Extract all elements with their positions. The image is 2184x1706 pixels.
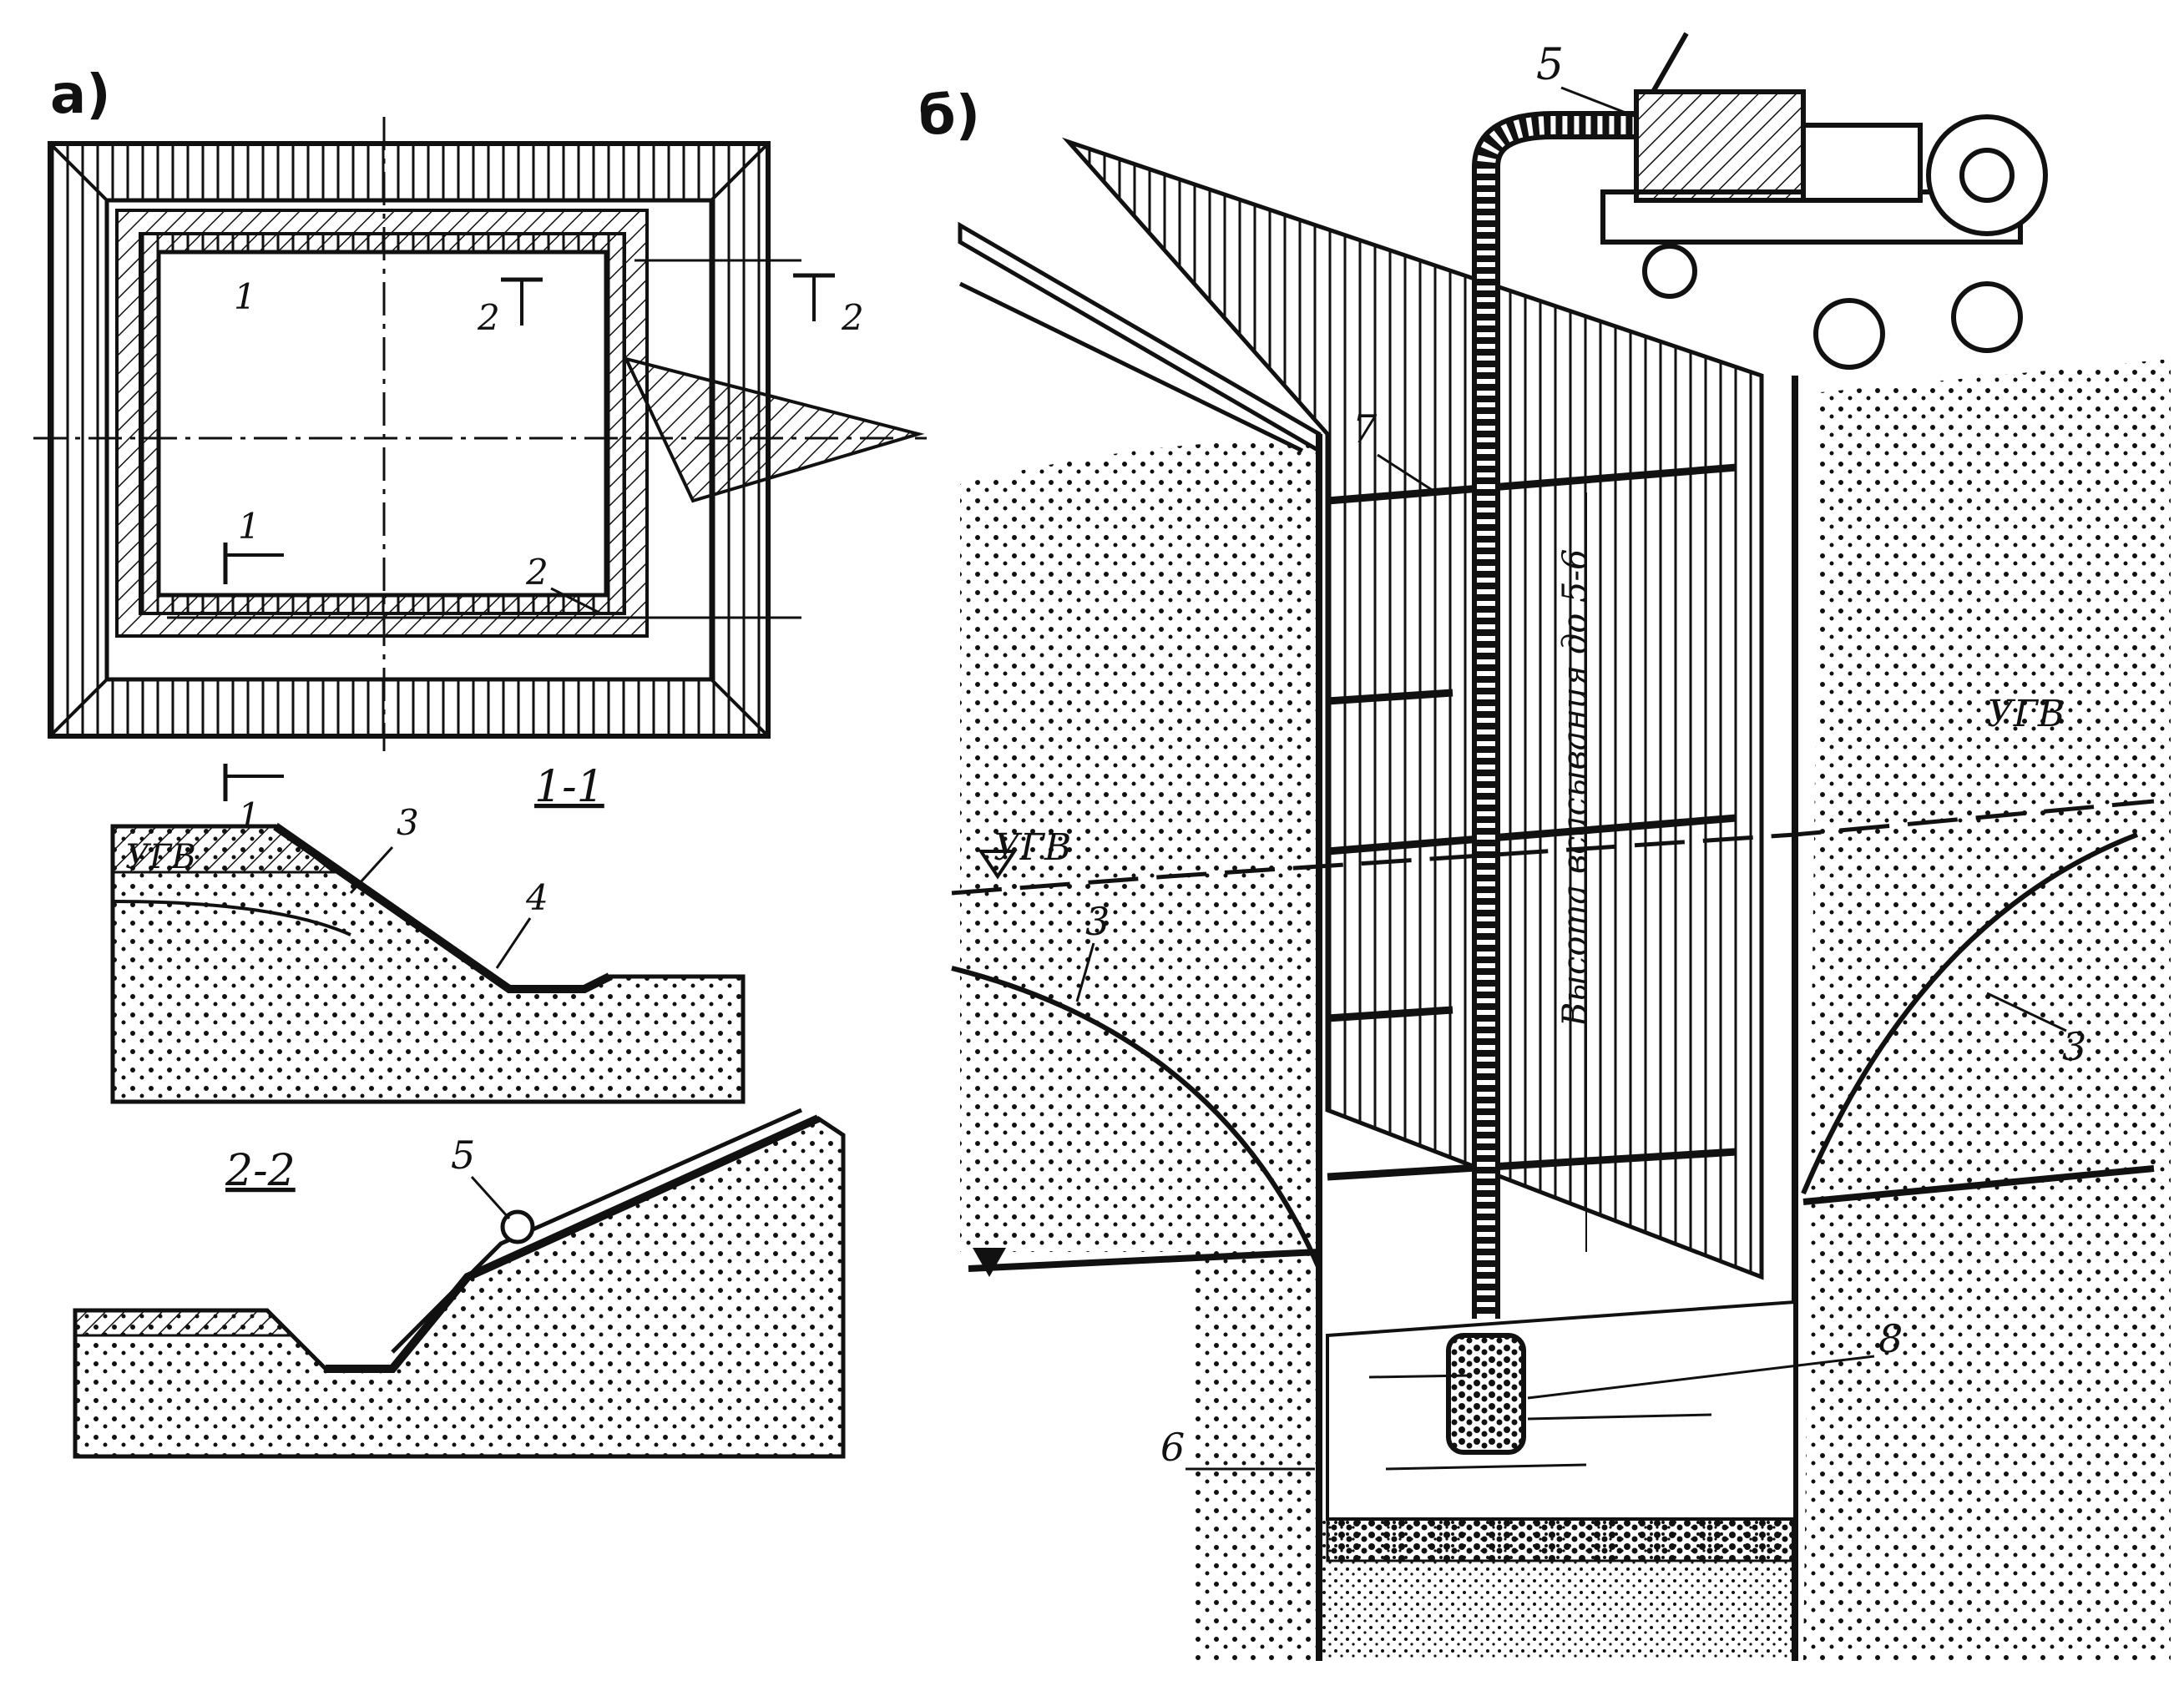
section-mark-1-top: 1 bbox=[223, 506, 284, 584]
section-mark-label: 2 bbox=[841, 297, 864, 338]
callout-4: 4 bbox=[525, 877, 549, 918]
callout-6: 6 bbox=[1160, 1425, 1185, 1470]
section-mark-2-right: 2 bbox=[793, 273, 864, 338]
callout-3-right: 3 bbox=[2062, 1024, 2086, 1069]
section-mark-2-left: 2 bbox=[477, 277, 543, 338]
section-title: 1-1 bbox=[534, 762, 604, 812]
panel-a-label: а) bbox=[50, 64, 110, 126]
callout-5: 5 bbox=[1536, 40, 1564, 90]
callout-5: 5 bbox=[451, 1133, 475, 1178]
section-2-2: 2-2 5 bbox=[73, 1108, 846, 1459]
callout-3: 3 bbox=[397, 802, 419, 843]
section-mark-label: 2 bbox=[477, 297, 500, 338]
section-mark-label: 1 bbox=[238, 506, 260, 547]
trench-view: УГВ УГВ Высота всасывания до 5-6 5 7 3 3… bbox=[951, 32, 2171, 1661]
pump-unit bbox=[1600, 32, 2048, 370]
callout-8: 8 bbox=[1878, 1316, 1903, 1361]
water-table-label-left: УГВ bbox=[993, 826, 1071, 869]
callout-2: 2 bbox=[525, 552, 549, 593]
callout-7: 7 bbox=[1352, 406, 1378, 452]
section-title: 2-2 bbox=[225, 1146, 296, 1196]
plan-view: 1 1 2 2 1 2 bbox=[33, 117, 927, 836]
section-1-1: 1-1 УГВ 3 4 bbox=[110, 762, 746, 1104]
water-table-label-right: УГВ bbox=[1987, 693, 2065, 735]
callout-1: 1 bbox=[234, 276, 256, 317]
water-table-label: УГВ bbox=[125, 838, 196, 876]
callout-3-left: 3 bbox=[1085, 899, 1110, 944]
panel-b-label: б) bbox=[918, 85, 980, 147]
suction-height-note: Высота всасывания до 5-6 bbox=[1556, 549, 1595, 1027]
